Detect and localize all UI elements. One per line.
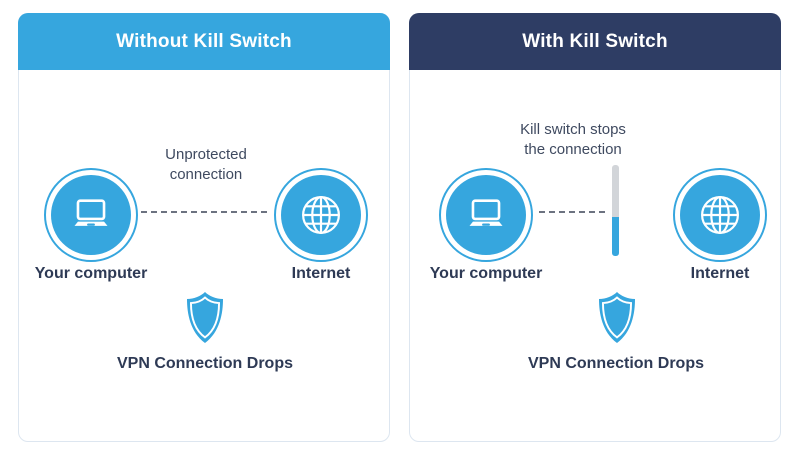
laptop-icon xyxy=(469,198,503,226)
kill-switch-bar xyxy=(612,165,619,256)
card-body: Unprotected connection Your computer xyxy=(19,14,389,441)
vpn-status-label: VPN Connection Drops xyxy=(116,355,293,372)
connection-status-label: Unprotected connection xyxy=(165,146,247,183)
computer-label: Your computer xyxy=(34,265,148,282)
card-body: Kill switch stops the connection Your co… xyxy=(410,14,780,441)
computer-node-circle xyxy=(446,175,526,255)
shield-icon xyxy=(182,291,228,344)
vpn-status-label: VPN Connection Drops xyxy=(527,355,704,372)
internet-node xyxy=(274,168,368,262)
internet-node-circle xyxy=(680,175,760,255)
globe-icon xyxy=(302,196,340,234)
card-title: Without Kill Switch xyxy=(116,30,292,52)
card-header: With Kill Switch xyxy=(409,13,781,70)
kill-switch-bar-bottom xyxy=(612,217,619,256)
shield-icon xyxy=(594,291,640,344)
internet-node-circle xyxy=(281,175,361,255)
laptop-icon xyxy=(74,198,108,226)
computer-label: Your computer xyxy=(429,265,543,282)
card-title: With Kill Switch xyxy=(522,30,668,52)
internet-node xyxy=(673,168,767,262)
globe-icon xyxy=(701,196,739,234)
internet-label: Internet xyxy=(291,265,351,282)
connection-dashed-line xyxy=(141,211,267,213)
computer-node-circle xyxy=(51,175,131,255)
computer-node xyxy=(439,168,533,262)
with-kill-switch-card: With Kill Switch Kill switch stops the c… xyxy=(409,13,781,442)
internet-label: Internet xyxy=(690,265,750,282)
without-kill-switch-card: Without Kill Switch Unprotected connecti… xyxy=(18,13,390,442)
computer-node xyxy=(44,168,138,262)
connection-status-label: Kill switch stops the connection xyxy=(520,121,626,158)
connection-dashed-line xyxy=(539,211,605,213)
card-header: Without Kill Switch xyxy=(18,13,390,70)
kill-switch-bar-top xyxy=(612,165,619,217)
